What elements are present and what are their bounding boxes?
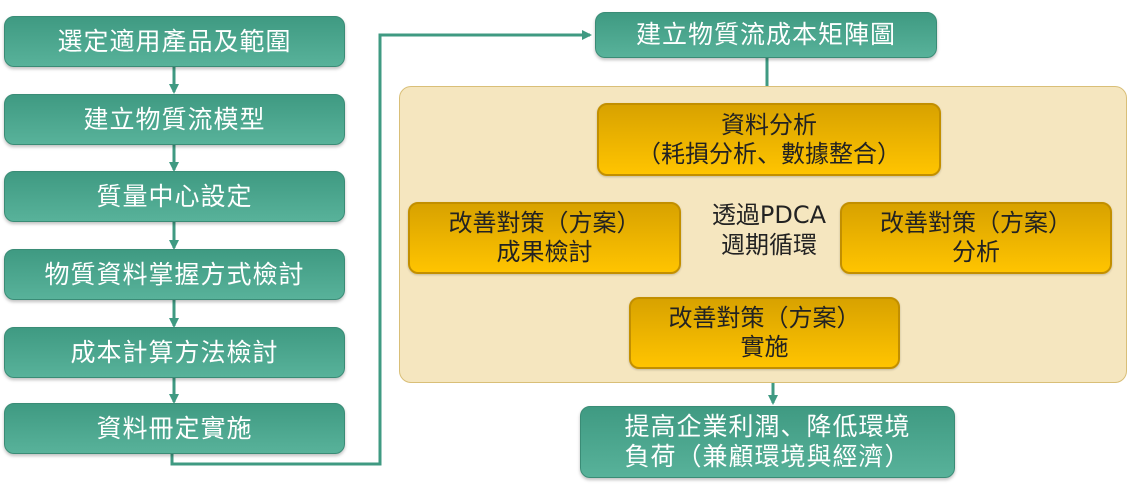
step-label: 成本計算方法檢討: [70, 337, 279, 367]
box-line2: 實施: [740, 333, 789, 361]
pdca-center-label: 透過PDCA 週期循環: [694, 200, 844, 260]
step-label: 建立物質流模型: [83, 104, 266, 134]
center-line1: 透過PDCA: [711, 201, 827, 229]
pdca-analysis[interactable]: 資料分析 （耗損分析、數據整合）: [597, 103, 941, 176]
box-line1: 資料分析: [721, 110, 817, 139]
step-label: 物質資料掌握方式檢討: [44, 259, 305, 289]
step-label: 資料冊定實施: [96, 413, 253, 443]
step-select-product[interactable]: 選定適用產品及範圍: [4, 16, 345, 67]
box-line1: 改善對策（方案）: [880, 209, 1072, 238]
box-line1: 提高企業利潤、降低環境: [624, 412, 911, 441]
step-label: 質量中心設定: [96, 181, 253, 211]
step-build-model[interactable]: 建立物質流模型: [4, 94, 345, 145]
step-material-data[interactable]: 物質資料掌握方式檢討: [4, 249, 345, 300]
box-line2: 成果檢討: [496, 238, 593, 266]
outcome-box[interactable]: 提高企業利潤、降低環境 負荷（兼顧環境與經濟）: [580, 406, 955, 478]
box-line2: 分析: [952, 238, 1000, 266]
pdca-do[interactable]: 改善對策（方案） 實施: [629, 297, 900, 369]
arrow-6-matrix: [170, 30, 592, 466]
step-cost-method[interactable]: 成本計算方法檢討: [4, 327, 345, 378]
box-line1: 改善對策（方案）: [448, 209, 641, 238]
box-line2: （耗損分析、數據整合）: [637, 139, 901, 168]
box-line2: 負荷（兼顧環境與經濟）: [624, 442, 911, 471]
step-label: 建立物質流成本矩陣圖: [635, 20, 896, 49]
step-quantity-center[interactable]: 質量中心設定: [4, 171, 345, 222]
step-data-implement[interactable]: 資料冊定實施: [4, 403, 345, 454]
step-matrix[interactable]: 建立物質流成本矩陣圖: [595, 12, 937, 58]
pdca-check[interactable]: 改善對策（方案） 成果檢討: [408, 202, 681, 274]
pdca-plan[interactable]: 改善對策（方案） 分析: [840, 202, 1112, 274]
box-line1: 改善對策（方案）: [668, 304, 861, 333]
step-label: 選定適用產品及範圍: [57, 26, 292, 56]
center-line2: 週期循環: [721, 231, 817, 259]
